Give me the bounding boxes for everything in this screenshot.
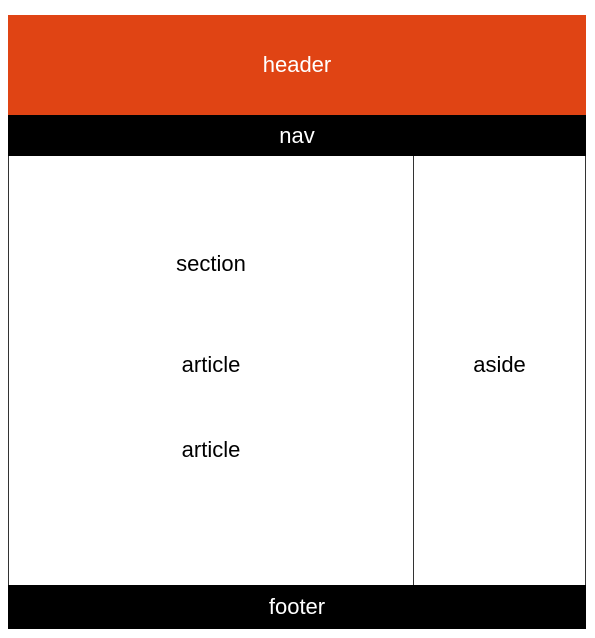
nav-label: nav <box>279 122 315 148</box>
content-column: section article article <box>9 156 414 585</box>
main-area: section article article aside <box>8 156 586 585</box>
header-block: header <box>8 15 586 115</box>
article-label-2: article <box>181 437 241 462</box>
section-label: section <box>176 251 246 276</box>
article-label-1: article <box>181 352 241 377</box>
page-layout-diagram: header nav section article article aside… <box>8 15 586 629</box>
header-label: header <box>262 52 332 77</box>
aside-label: aside <box>473 352 526 377</box>
footer-block: footer <box>8 585 586 629</box>
aside-column: aside <box>414 156 585 585</box>
nav-block: nav <box>8 115 586 156</box>
footer-label: footer <box>268 594 326 619</box>
